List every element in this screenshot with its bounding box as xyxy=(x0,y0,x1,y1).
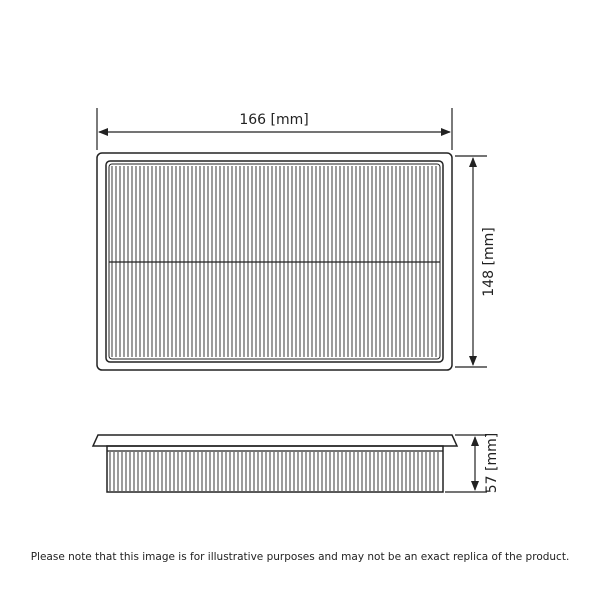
disclaimer-text: Please note that this image is for illus… xyxy=(30,551,570,563)
side-view xyxy=(91,434,459,493)
width-dimension xyxy=(96,108,453,150)
length-dimension xyxy=(455,155,487,368)
side-pleat-body xyxy=(106,445,444,493)
height-dimension xyxy=(445,434,487,493)
top-view xyxy=(96,152,453,371)
pleat-panel-outline xyxy=(105,160,444,363)
length-label: 148 [mm] xyxy=(481,227,497,296)
frame-outline xyxy=(96,152,453,371)
height-label: 57 [mm] xyxy=(484,433,500,493)
width-label: 166 [mm] xyxy=(239,112,308,128)
pleats-side xyxy=(109,452,439,491)
side-frame-flange xyxy=(91,434,459,447)
